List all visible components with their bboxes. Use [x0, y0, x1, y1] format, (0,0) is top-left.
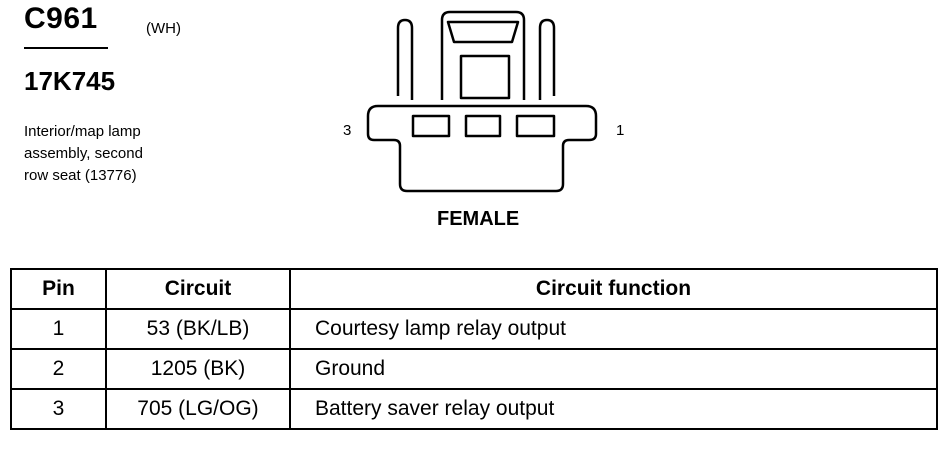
- header-circuit: Circuit: [105, 268, 291, 310]
- pin-cavity-3: [411, 114, 451, 138]
- cell-circuit: 705 (LG/OG): [105, 388, 291, 430]
- pin-1-label: 1: [616, 122, 625, 139]
- connector-face-diagram: [366, 10, 598, 193]
- pin-cavity-1: [515, 114, 556, 138]
- title-underline: [24, 47, 108, 49]
- description-line: assembly, second: [24, 145, 143, 162]
- right-latch-finger: [538, 18, 556, 100]
- cell-circuit: 1205 (BK): [105, 348, 291, 390]
- connector-gender-label: FEMALE: [437, 208, 520, 230]
- table-header-row: Pin Circuit Circuit function: [10, 268, 938, 310]
- color-code: (WH): [146, 20, 181, 37]
- cell-circuit-function: Ground: [289, 348, 938, 390]
- description-line: Interior/map lamp: [24, 123, 141, 140]
- connector-body: [366, 104, 598, 193]
- cell-pin: 1: [10, 308, 107, 350]
- cell-pin: 2: [10, 348, 107, 390]
- cell-circuit-function: Courtesy lamp relay output: [289, 308, 938, 350]
- left-latch-finger: [396, 18, 414, 100]
- connector-id: C961: [24, 2, 98, 35]
- table-row: 1 53 (BK/LB) Courtesy lamp relay output: [10, 308, 938, 350]
- cell-pin: 3: [10, 388, 107, 430]
- lock-tab: [446, 20, 520, 44]
- pin-3-label: 3: [343, 122, 352, 139]
- center-latch: [459, 54, 511, 100]
- header-pin: Pin: [10, 268, 107, 310]
- pin-cavity-2: [464, 114, 502, 138]
- description-line: row seat (13776): [24, 167, 137, 184]
- connector-description: Interior/map lamp assembly, second row s…: [24, 121, 214, 187]
- cell-circuit: 53 (BK/LB): [105, 308, 291, 350]
- table-row: 2 1205 (BK) Ground: [10, 348, 938, 390]
- cell-circuit-function: Battery saver relay output: [289, 388, 938, 430]
- header-circuit-function: Circuit function: [289, 268, 938, 310]
- part-number: 17K745: [24, 66, 116, 96]
- lock-housing: [440, 10, 526, 100]
- table-row: 3 705 (LG/OG) Battery saver relay output: [10, 388, 938, 430]
- pin-table: Pin Circuit Circuit function 1 53 (BK/LB…: [10, 268, 938, 430]
